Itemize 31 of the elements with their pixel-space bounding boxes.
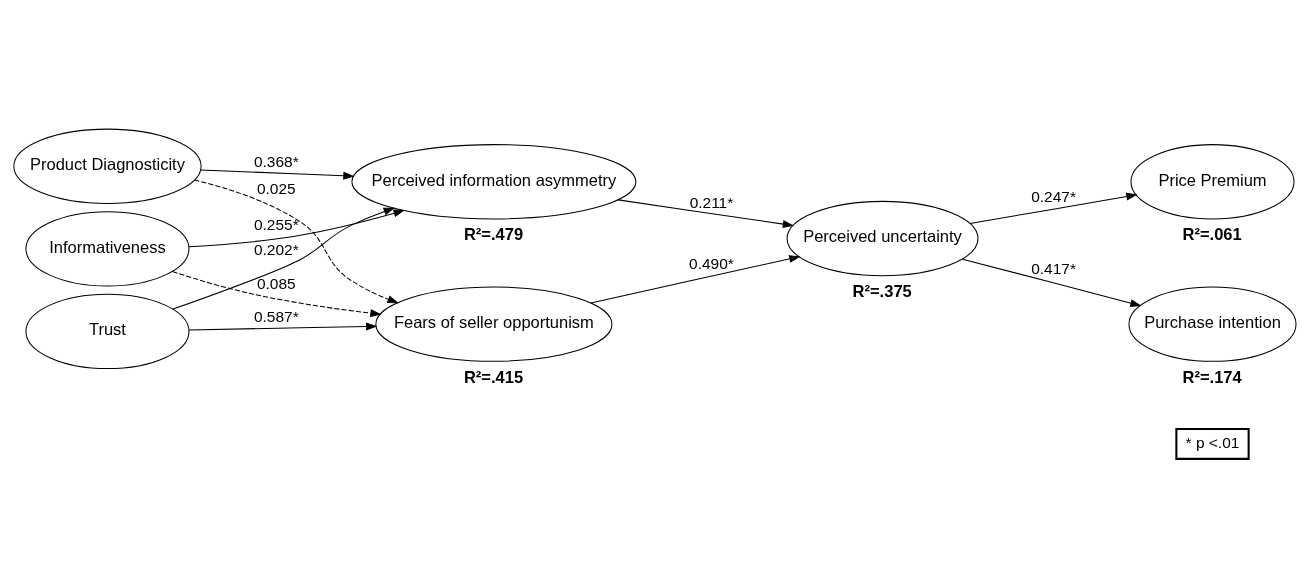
arrow [962, 258, 1142, 307]
edge-label: 0.085 [256, 274, 296, 292]
arrow [172, 207, 395, 310]
arrow [200, 168, 355, 180]
arrow [188, 208, 405, 247]
node-label: R²=.174 [1182, 367, 1242, 386]
arrow [188, 322, 378, 331]
arrow [969, 192, 1138, 224]
node-ellipse: Informativeness [25, 210, 190, 286]
node-ellipse: Product Diagnosticity [13, 128, 202, 204]
node-label: R²=.375 [852, 281, 912, 300]
edge-label: 0.368* [253, 152, 299, 170]
edge-label: 0.202* [253, 240, 299, 258]
edge-label: 0.211* [689, 193, 734, 211]
node-ellipse: Trust [25, 293, 190, 369]
arrow [172, 270, 382, 317]
node-box: * p <.01 [1175, 427, 1250, 460]
arrow [617, 198, 795, 228]
node-label: R²=.415 [463, 367, 524, 386]
edge-label: 0.490* [689, 254, 734, 272]
arrow [590, 254, 801, 303]
arrow [193, 179, 399, 303]
edge-label: 0.247* [1031, 187, 1076, 205]
edge-label: 0.025 [256, 179, 296, 197]
node-label: R²=.479 [463, 224, 524, 243]
edge-label: 0.587* [253, 307, 299, 325]
node-label: R²=.061 [1182, 224, 1242, 243]
edge-label: 0.417* [1031, 259, 1076, 277]
edge-label: 0.255* [253, 215, 299, 233]
node-ellipse: Price Premium [1130, 143, 1295, 219]
node-ellipse: Fears of seller opportunism [375, 286, 613, 362]
